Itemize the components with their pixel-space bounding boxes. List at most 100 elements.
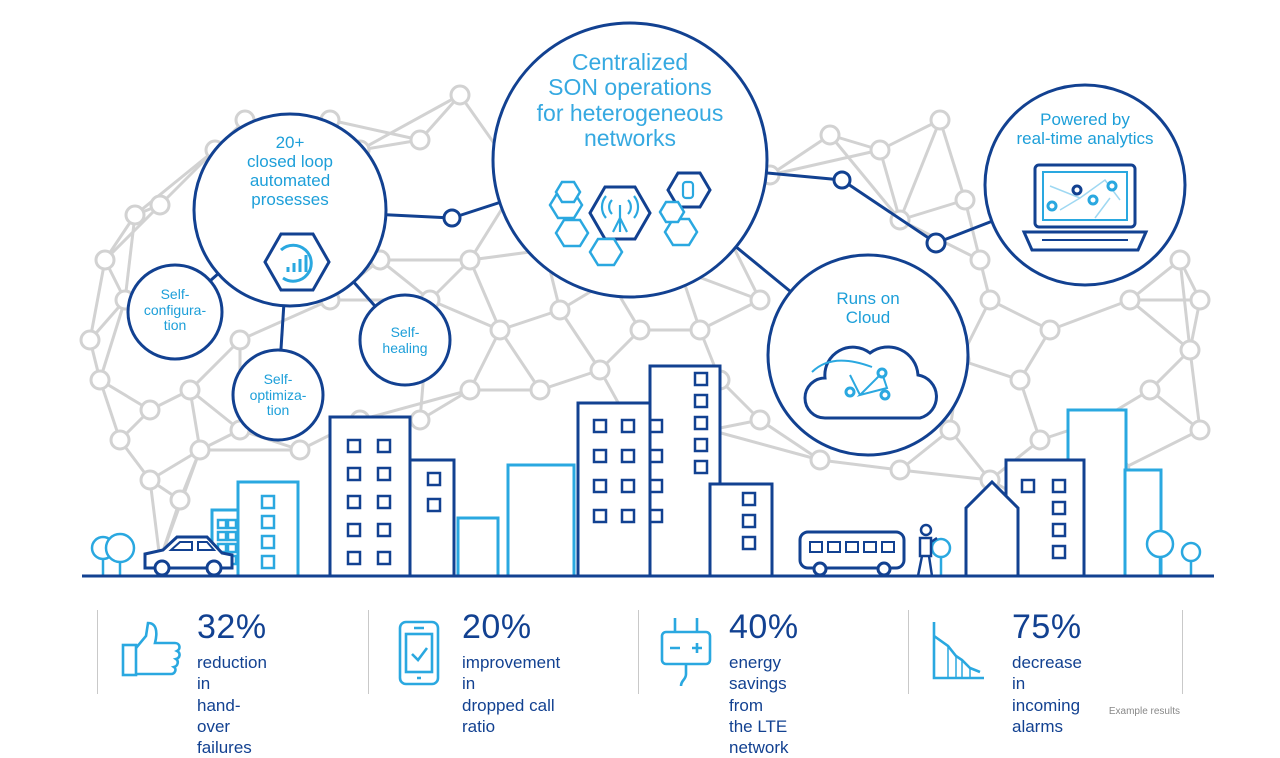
- mesh-link: [359, 93, 461, 152]
- mesh-link: [769, 148, 881, 177]
- mesh-link: [769, 133, 831, 177]
- power-plug-icon: [660, 618, 712, 687]
- window: [226, 518, 238, 530]
- window: [620, 478, 636, 494]
- mesh-link: [959, 358, 1021, 382]
- mesh-node: [89, 369, 111, 391]
- window: [1051, 478, 1067, 494]
- window: [426, 497, 442, 513]
- window: [648, 478, 664, 494]
- building-windows: [216, 371, 1067, 570]
- window: [1051, 544, 1067, 560]
- stat-description: improvement in dropped call ratio: [462, 653, 561, 736]
- stat-description: energy savings from the LTE network: [729, 653, 789, 757]
- mesh-node: [869, 139, 891, 161]
- window: [741, 513, 757, 529]
- stat-divider: [97, 610, 98, 694]
- window: [260, 534, 276, 550]
- mesh-link: [828, 134, 902, 221]
- car-icon: [143, 535, 234, 577]
- thumbs-up-icon: [121, 621, 181, 677]
- mesh-node: [549, 299, 571, 321]
- mesh-node: [929, 109, 951, 131]
- stat-divider: [638, 610, 639, 694]
- window: [741, 491, 757, 507]
- self-optimization-label: Self- optimiza- tion: [249, 371, 307, 419]
- self-healing-hub: [358, 293, 452, 387]
- mesh-link: [539, 368, 601, 392]
- window: [376, 494, 392, 510]
- closed-loop-hub: [192, 112, 388, 308]
- window: [216, 530, 228, 542]
- mesh-link: [498, 329, 542, 391]
- mesh-node: [79, 329, 101, 351]
- mesh-link: [878, 149, 902, 221]
- mesh-link: [359, 388, 471, 422]
- mesh-node: [1169, 249, 1191, 271]
- mesh-node: [889, 459, 911, 481]
- mesh-link: [1119, 428, 1201, 472]
- mesh-link: [899, 198, 966, 222]
- mesh-node: [749, 409, 771, 431]
- mesh-node: [1189, 289, 1211, 311]
- window: [620, 508, 636, 524]
- mesh-link: [329, 118, 421, 142]
- mesh-node: [689, 319, 711, 341]
- stat-divider: [1182, 610, 1183, 694]
- mesh-link: [948, 429, 992, 481]
- window: [426, 471, 442, 487]
- mesh-node: [1139, 379, 1161, 401]
- mesh-link: [88, 259, 107, 341]
- window: [226, 530, 238, 542]
- mesh-node: [749, 289, 771, 311]
- mesh-link: [98, 379, 122, 441]
- window: [693, 393, 709, 409]
- mesh-link: [429, 298, 501, 332]
- mesh-node: [139, 399, 161, 421]
- mesh-link: [239, 298, 331, 342]
- mesh-link: [1129, 298, 1191, 352]
- mesh-node: [189, 439, 211, 461]
- mesh-node: [139, 469, 161, 491]
- stat-value: 20%: [462, 608, 532, 646]
- mesh-link: [499, 308, 561, 332]
- junction-node: [442, 208, 462, 228]
- window: [346, 522, 362, 538]
- mesh-node: [1179, 339, 1201, 361]
- laptop-analytics-icon: [1021, 163, 1149, 252]
- mesh-link: [1149, 388, 1201, 432]
- window: [1051, 500, 1067, 516]
- mesh-node: [1009, 369, 1031, 391]
- mesh-link: [938, 119, 967, 201]
- mesh-node: [169, 489, 191, 511]
- mesh-link: [898, 119, 942, 221]
- mesh-link: [468, 329, 502, 391]
- window: [592, 418, 608, 434]
- mesh-link: [819, 458, 901, 472]
- window: [260, 514, 276, 530]
- mesh-node: [109, 429, 131, 451]
- mesh-node: [629, 319, 651, 341]
- mesh-node: [459, 379, 481, 401]
- pedestrian-icon: [916, 523, 938, 577]
- window: [648, 508, 664, 524]
- mesh-node: [149, 194, 171, 216]
- mesh-node: [819, 124, 841, 146]
- mesh-link: [899, 428, 951, 472]
- window: [693, 415, 709, 431]
- mesh-link: [1129, 258, 1181, 302]
- stat-value: 75%: [1012, 608, 1082, 646]
- stat-divider: [908, 610, 909, 694]
- window: [226, 542, 238, 554]
- window: [592, 448, 608, 464]
- mesh-link: [759, 418, 821, 462]
- mesh-node: [229, 329, 251, 351]
- window: [648, 418, 664, 434]
- window: [376, 522, 392, 538]
- mesh-link: [899, 468, 991, 482]
- mesh-node: [529, 379, 551, 401]
- analytics-label: Powered by real-time analytics: [1016, 110, 1154, 149]
- mesh-link: [1178, 259, 1192, 351]
- mesh-node: [449, 84, 471, 106]
- mesh-node: [1039, 319, 1061, 341]
